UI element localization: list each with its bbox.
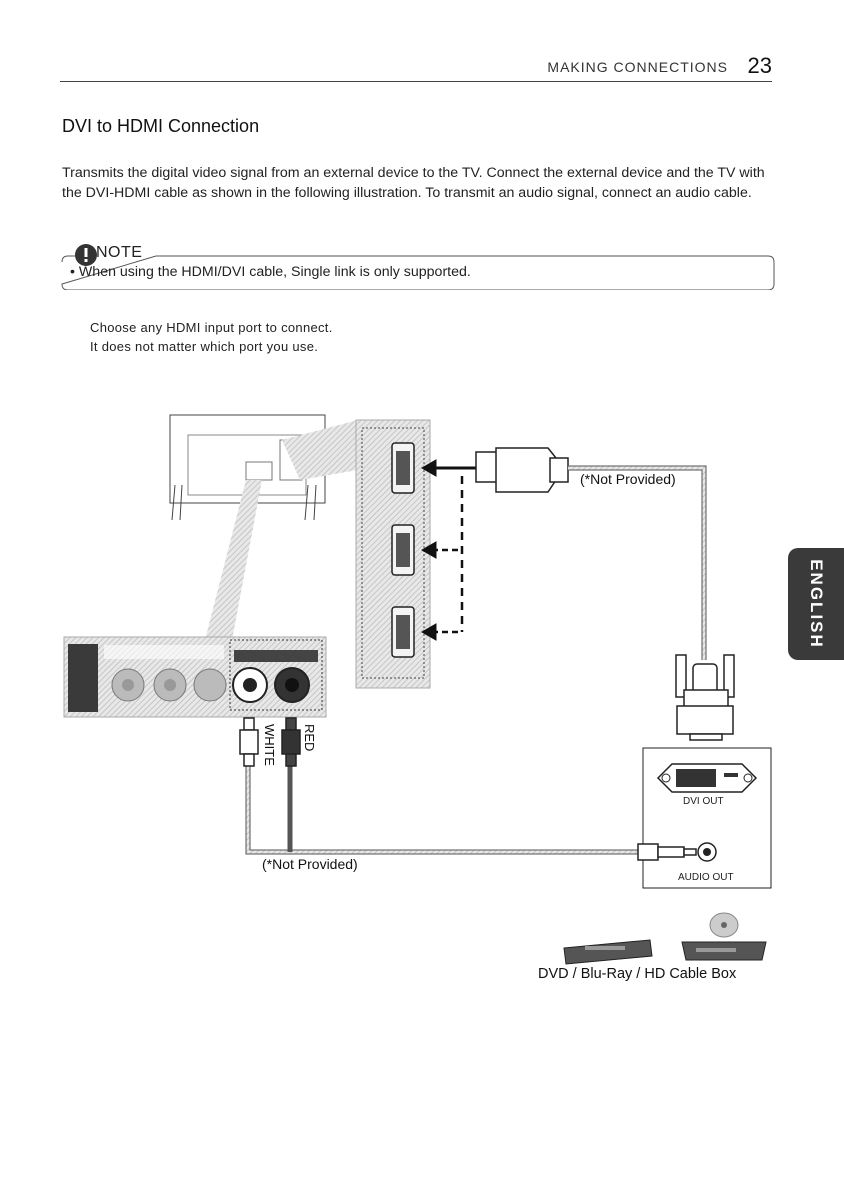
dvi-out-label: DVI OUT: [683, 796, 724, 807]
language-tab: ENGLISH: [788, 548, 844, 660]
hdmi-port-panel: [355, 419, 431, 689]
instruction-line-2: It does not matter which port you use.: [90, 339, 319, 354]
note-label: NOTE: [96, 244, 143, 261]
note-frame: [61, 244, 775, 290]
red-label: RED: [302, 724, 317, 752]
audio-plug: [637, 843, 697, 861]
devices-caption: DVD / Blu-Ray / HD Cable Box: [538, 966, 737, 982]
source-device-panel: [642, 747, 772, 889]
rca-plugs: [239, 717, 301, 767]
hdmi-cable-note: (*Not Provided): [580, 471, 676, 487]
note-text: • When using the HDMI/DVI cable, Single …: [70, 264, 471, 280]
audio-out-label: AUDIO OUT: [678, 872, 734, 883]
dvd-player-illustration: [563, 939, 653, 965]
instructions: Choose any HDMI input port to connect. I…: [90, 318, 333, 356]
hdmi-arrows: [420, 459, 478, 641]
white-label: WHITE: [262, 724, 277, 766]
intro-paragraph: Transmits the digital video signal from …: [62, 165, 765, 201]
page-number: 23: [747, 53, 772, 78]
tv-back-illustration: [169, 414, 358, 640]
pr-jack: [193, 668, 227, 702]
audio-cable-note: (*Not Provided): [262, 856, 358, 872]
page-header: MAKING CONNECTIONS 23: [60, 53, 772, 82]
hdmi-plug: [475, 447, 569, 493]
instruction-line-1: Choose any HDMI input port to connect.: [90, 320, 333, 335]
note-box: NOTE • When using the HDMI/DVI cable, Si…: [60, 242, 776, 290]
cable-box-illustration: [681, 912, 767, 961]
section-title: MAKING CONNECTIONS: [547, 59, 728, 75]
component-av-panel: [63, 636, 327, 718]
page-title: DVI to HDMI Connection: [62, 116, 260, 136]
dvi-plug: [675, 654, 735, 741]
